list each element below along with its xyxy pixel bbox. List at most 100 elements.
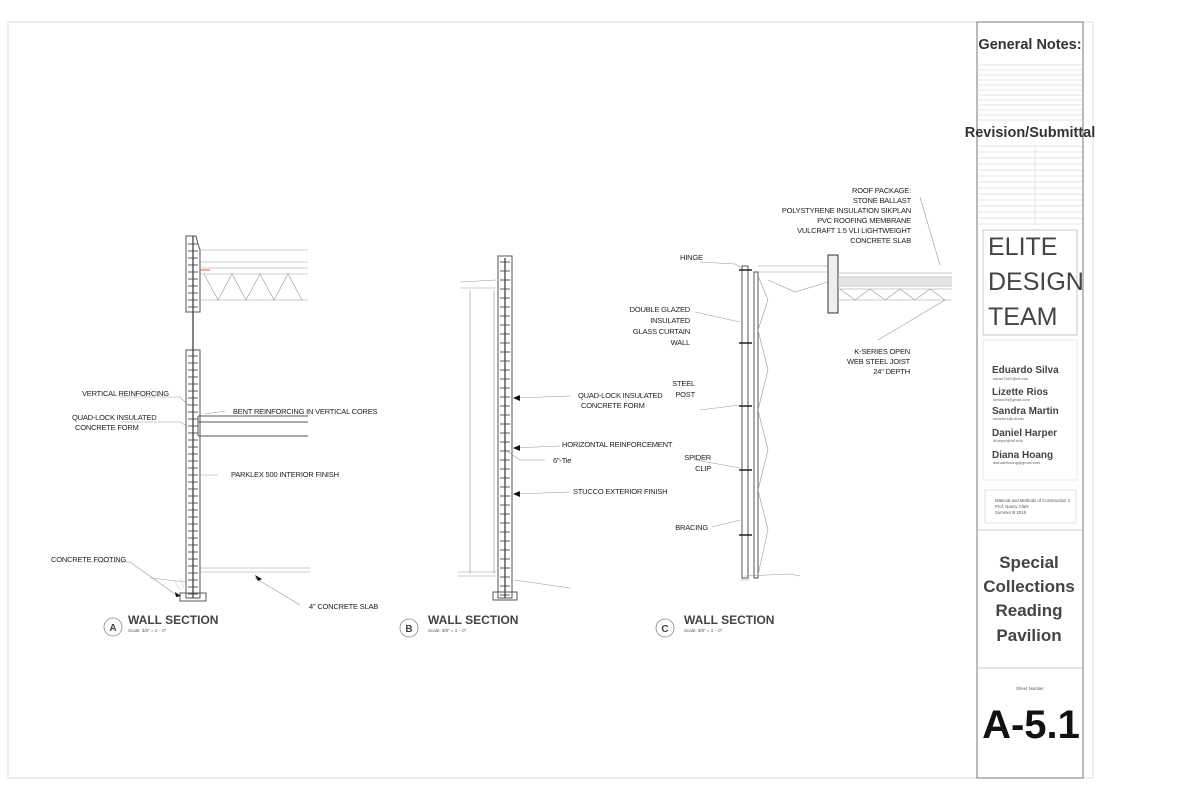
label-glass-4: WALL bbox=[671, 338, 690, 347]
member-email: lizrios09@gmail.com bbox=[993, 397, 1031, 402]
label-glass-1: DOUBLE GLAZED bbox=[630, 305, 691, 314]
section-marker-b bbox=[399, 618, 419, 638]
wall-ties bbox=[188, 243, 198, 595]
course-term: Summer B 2018 bbox=[995, 510, 1027, 515]
label-bent-reinforcing: BENT REINFORCING IN VERTICAL CORES bbox=[233, 407, 378, 416]
section-marker-a bbox=[103, 617, 123, 637]
course-professor: Prof. Nancy Clark bbox=[995, 504, 1030, 509]
member-name: Eduardo Silva bbox=[992, 365, 1059, 376]
footing bbox=[492, 591, 518, 601]
spider-clips bbox=[739, 269, 752, 536]
title-block-frame bbox=[976, 21, 1084, 779]
wall-section-a: VERTICAL REINFORCING QUAD-LOCK INSULATED… bbox=[51, 235, 378, 637]
team-line-3: TEAM bbox=[988, 303, 1057, 331]
floor-slab bbox=[197, 415, 308, 437]
wall-section-c: HINGE DOUBLE GLAZED INSULATED GLASS CURT… bbox=[630, 186, 952, 638]
roof-edge-column bbox=[827, 254, 839, 314]
label-hinge: HINGE bbox=[680, 253, 703, 262]
sheet-number: A-5.1 bbox=[982, 703, 1080, 747]
label-tie: 6"-Tie bbox=[553, 456, 571, 465]
steel-post bbox=[741, 265, 759, 579]
section-scale: Scale: 3/8" = 1' - 0" bbox=[428, 628, 467, 633]
label-roof-3: POLYSTYRENE INSULATION SIKPLAN bbox=[782, 206, 911, 215]
team-line-2: DESIGN bbox=[988, 268, 1084, 296]
label-stucco: STUCCO EXTERIOR FINISH bbox=[573, 487, 667, 496]
label-quad-lock-1: QUAD-LOCK INSULATED bbox=[72, 413, 157, 422]
label-concrete-slab: 4" CONCRETE SLAB bbox=[309, 602, 378, 611]
arrowheads bbox=[513, 395, 520, 497]
team-member: Daniel Harper dharper@ufl.edu bbox=[992, 428, 1057, 443]
member-name: Diana Hoang bbox=[992, 450, 1053, 461]
section-title: WALL SECTION bbox=[128, 613, 218, 627]
label-roof-5: VULCRAFT 1.5 VLI LIGHTWEIGHT bbox=[797, 226, 911, 235]
icf-wall bbox=[497, 255, 513, 599]
label-parklex: PARKLEX 500 INTERIOR FINISH bbox=[231, 470, 339, 479]
section-letter: B bbox=[405, 624, 412, 635]
label-bracing: BRACING bbox=[675, 523, 708, 532]
member-name: Lizette Rios bbox=[992, 387, 1049, 398]
label-concrete-footing: CONCRETE FOOTING bbox=[51, 555, 126, 564]
label-joist-1: K-SERIES OPEN bbox=[854, 347, 910, 356]
label-spider-1: SPIDER bbox=[684, 453, 712, 462]
revision-lines bbox=[977, 145, 1083, 225]
title-block: General Notes: Revision/Submittal ELITE … bbox=[965, 21, 1096, 779]
label-quad-lock-2: CONCRETE FORM bbox=[75, 423, 139, 432]
member-name: Daniel Harper bbox=[992, 428, 1057, 439]
label-quad-lock-2: CONCRETE FORM bbox=[581, 401, 645, 410]
team-line-1: ELITE bbox=[988, 233, 1057, 261]
label-glass-2: INSULATED bbox=[650, 316, 691, 325]
roof-edge-beam bbox=[758, 265, 829, 293]
team-member: Lizette Rios lizrios09@gmail.com bbox=[992, 387, 1049, 402]
label-steel-1: STEEL bbox=[672, 379, 695, 388]
course-name: Material and Methods of Construction 2 bbox=[995, 498, 1071, 503]
label-joist-2: WEB STEEL JOIST bbox=[847, 357, 911, 366]
section-letter: A bbox=[109, 623, 116, 634]
team-member: Eduardo Silva silvae7661@ufl.edu bbox=[992, 365, 1059, 381]
member-email: dharper@ufl.edu bbox=[993, 438, 1023, 443]
label-roof-4: PVC ROOFING MEMBRANE bbox=[817, 216, 911, 225]
leader-lines bbox=[507, 395, 571, 495]
label-roof-6: CONCRETE SLAB bbox=[850, 236, 911, 245]
section-scale: Scale: 3/8" = 1' - 0" bbox=[128, 628, 167, 633]
project-line-4: Pavilion bbox=[996, 626, 1061, 645]
sheet-number-label: Sheet Number bbox=[1016, 686, 1044, 691]
team-member: Sandra Martin smartin1@ufl.edu bbox=[992, 406, 1059, 421]
ground-line bbox=[740, 573, 801, 581]
ground-line bbox=[458, 571, 571, 589]
label-steel-2: POST bbox=[675, 390, 695, 399]
steel-joist bbox=[839, 288, 946, 301]
wall-section-b: QUAD-LOCK INSULATED CONCRETE FORM HORIZO… bbox=[399, 255, 673, 638]
section-scale: Scale: 3/8" = 1' - 0" bbox=[684, 628, 723, 633]
team-members-box bbox=[982, 339, 1078, 481]
project-line-2: Collections bbox=[983, 577, 1075, 596]
roof-joist bbox=[203, 273, 303, 301]
label-spider-2: CLIP bbox=[695, 464, 711, 473]
label-glass-3: GLASS CURTAIN bbox=[633, 327, 690, 336]
section-letter: C bbox=[661, 624, 668, 635]
revision-heading: Revision/Submittal bbox=[965, 125, 1096, 141]
team-member: Diana Hoang dianaleihoang@gmail.com bbox=[992, 450, 1053, 465]
wall-ties bbox=[500, 261, 510, 596]
footing bbox=[179, 592, 207, 602]
leader-lines bbox=[90, 396, 301, 606]
bracing bbox=[757, 275, 769, 576]
project-line-1: Special bbox=[999, 553, 1059, 572]
project-line-3: Reading bbox=[995, 601, 1062, 620]
label-quad-lock-1: QUAD-LOCK INSULATED bbox=[578, 391, 663, 400]
member-name: Sandra Martin bbox=[992, 406, 1059, 417]
general-notes-lines bbox=[977, 64, 1083, 121]
label-vertical-reinforcing: VERTICAL REINFORCING bbox=[82, 389, 169, 398]
insulation bbox=[838, 277, 952, 286]
curtain-wall-edge bbox=[459, 279, 497, 574]
section-marker-c bbox=[655, 618, 675, 638]
label-roof-1: ROOF PACKAGE: bbox=[852, 186, 911, 195]
sheet-border bbox=[7, 21, 1094, 779]
section-title: WALL SECTION bbox=[428, 613, 518, 627]
ground-line bbox=[149, 567, 310, 583]
member-email: silvae7661@ufl.edu bbox=[993, 376, 1028, 381]
leader-lines bbox=[694, 196, 946, 528]
team-logo-box bbox=[982, 229, 1078, 336]
course-box bbox=[984, 489, 1077, 524]
roof-deck bbox=[200, 249, 308, 301]
